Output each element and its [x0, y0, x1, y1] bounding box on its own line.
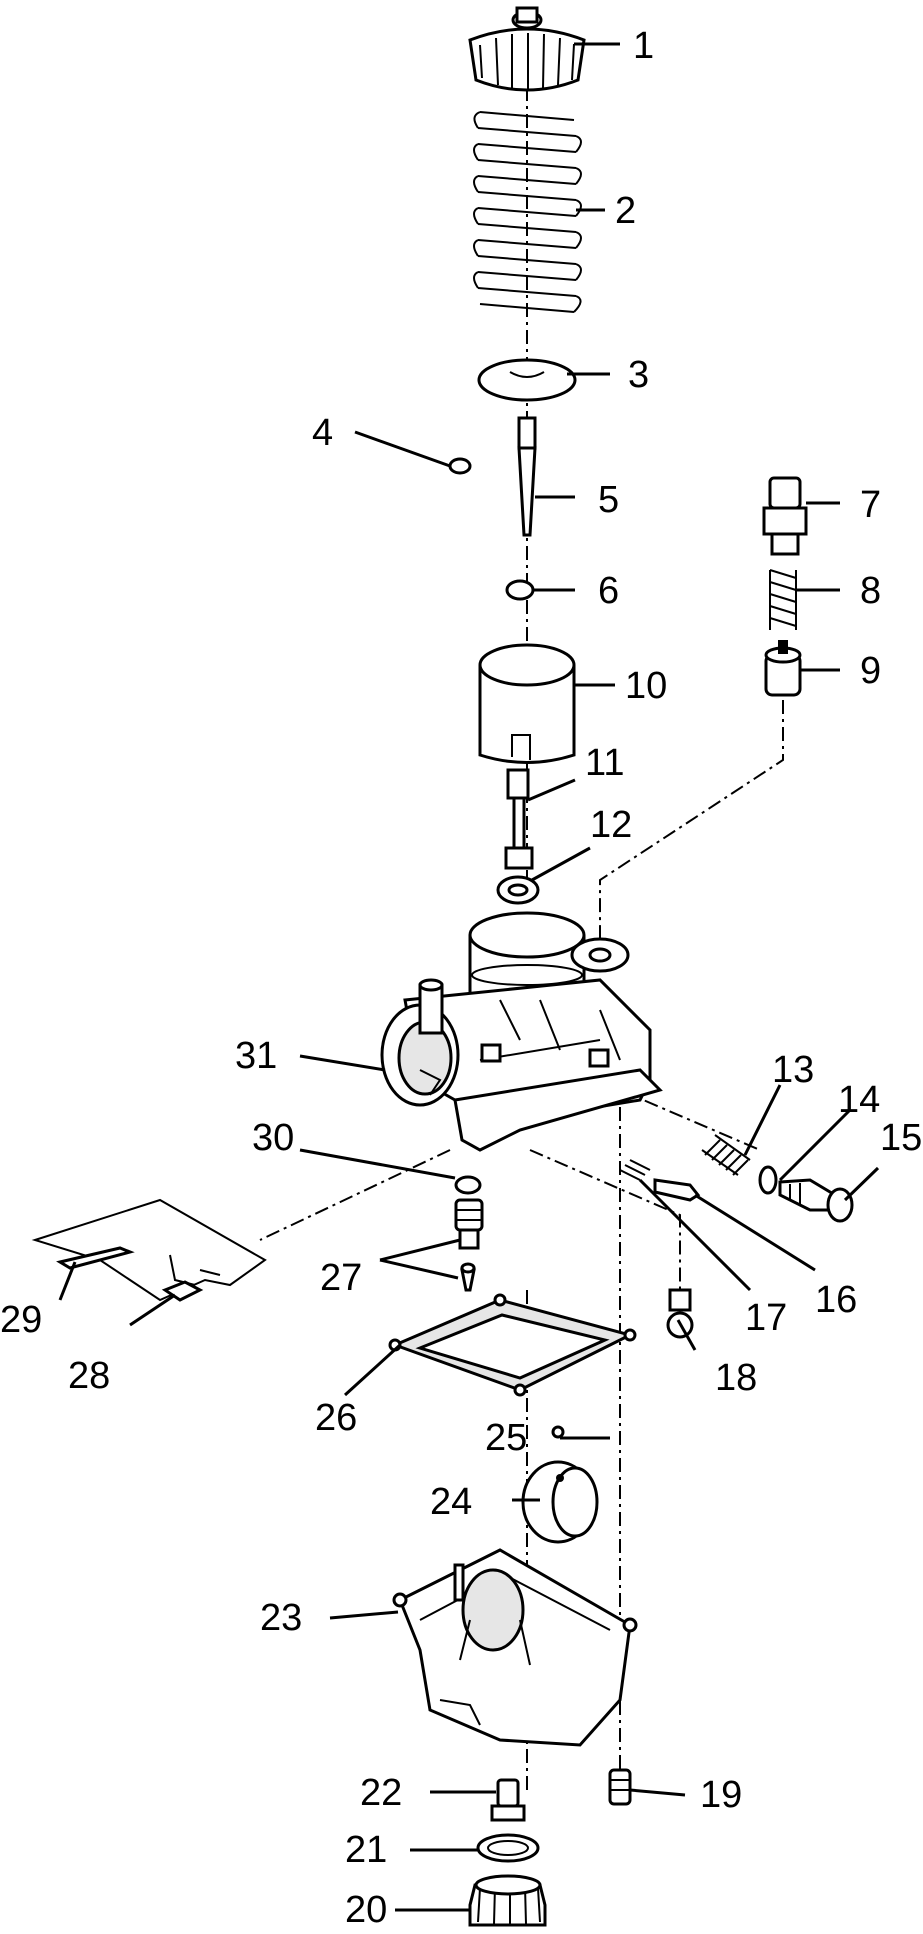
part-24-float [521, 1460, 599, 1544]
part-27-float-valve [454, 1198, 484, 1292]
callout-1: 1 [633, 25, 654, 67]
callout-5: 5 [598, 479, 619, 521]
part-1-mixing-chamber-cap [468, 6, 586, 92]
callout-24: 24 [430, 1481, 472, 1523]
part-20-drain-bolt [468, 1874, 547, 1927]
part-5-jet-needle [517, 416, 537, 537]
callout-8: 8 [860, 570, 881, 612]
part-2-throttle-valve-spring [473, 111, 582, 313]
part-3-retainer-plate [477, 358, 577, 402]
callout-18: 18 [715, 1357, 757, 1399]
part-9-starter-plunger [764, 640, 802, 697]
part-30-pilot-jet [454, 1175, 482, 1195]
callout-25: 25 [485, 1417, 527, 1459]
callout-22: 22 [360, 1772, 402, 1814]
part-8-spring [769, 569, 797, 630]
part-15-air-screw [778, 1178, 854, 1223]
callout-10: 10 [625, 665, 667, 707]
part-22-main-jet [490, 1778, 526, 1822]
callout-23: 23 [260, 1597, 302, 1639]
part-4-e-clip [448, 457, 472, 475]
alignment-line-pilot [599, 700, 784, 960]
part-19-drain-plug [608, 1768, 632, 1806]
part-11-needle-jet [504, 768, 534, 870]
callout-7: 7 [860, 484, 881, 526]
callout-14: 14 [838, 1079, 880, 1121]
callout-19: 19 [700, 1774, 742, 1816]
part-7-fitting [762, 476, 808, 556]
callout-28: 28 [68, 1355, 110, 1397]
callout-3: 3 [628, 354, 649, 396]
part-25-pin [551, 1425, 565, 1439]
callout-29: 29 [0, 1299, 42, 1341]
part-16-17-pilot-screw [619, 1159, 701, 1202]
leader-lines [58, 42, 880, 1912]
callout-21: 21 [345, 1829, 387, 1871]
callout-9: 9 [860, 650, 881, 692]
part-23-float-bowl [392, 1548, 638, 1747]
part-6-needle-washer [505, 579, 535, 601]
callout-6: 6 [598, 570, 619, 612]
callout-11: 11 [585, 742, 624, 784]
callout-12: 12 [590, 804, 632, 846]
part-14-washer [758, 1165, 778, 1195]
part-10-throttle-valve [478, 643, 576, 764]
callout-27: 27 [320, 1257, 362, 1299]
part-28-29-float-arm [31, 1198, 267, 1302]
callout-30: 30 [252, 1117, 294, 1159]
callout-13: 13 [772, 1049, 814, 1091]
part-18-plug [666, 1288, 694, 1339]
callout-4: 4 [312, 412, 333, 454]
callout-20: 20 [345, 1889, 387, 1931]
alignment-line-choke [259, 1149, 451, 1241]
part-12-washer [496, 875, 540, 905]
callout-26: 26 [315, 1397, 357, 1439]
callout-31: 31 [235, 1035, 277, 1077]
callout-16: 16 [815, 1279, 857, 1321]
alignment-line-pilot-jet [529, 1149, 681, 1300]
callout-17: 17 [745, 1297, 787, 1339]
part-31-carburetor-body [380, 911, 663, 1152]
callout-2: 2 [615, 190, 636, 232]
part-21-o-ring [476, 1833, 540, 1863]
part-13-spring [701, 1134, 751, 1176]
part-26-float-bowl-gasket [388, 1293, 637, 1397]
callout-15: 15 [880, 1117, 922, 1159]
